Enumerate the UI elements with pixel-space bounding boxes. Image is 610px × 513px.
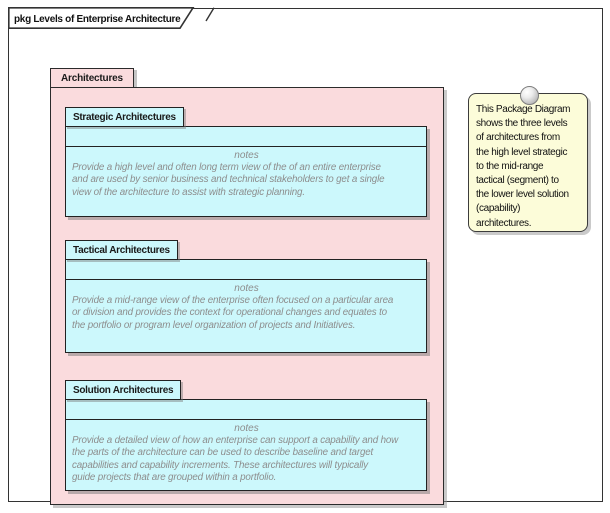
compartment-notes: notes Provide a high level and often lon…: [66, 147, 426, 199]
pin-icon: [520, 86, 539, 105]
package-tactical-body[interactable]: notes Provide a mid-range view of the en…: [65, 259, 427, 353]
compartment-notes: notes Provide a mid-range view of the en…: [66, 280, 426, 332]
notes-text: Provide a detailed view of how an enterp…: [72, 435, 399, 484]
package-strategic-body[interactable]: notes Provide a high level and often lon…: [65, 126, 427, 217]
package-strategic-tab[interactable]: Strategic Architectures: [65, 107, 184, 127]
compartment-empty: [66, 127, 426, 147]
notes-text: Provide a mid-range view of the enterpri…: [72, 295, 394, 331]
package-architectures-tab[interactable]: Architectures: [50, 68, 134, 88]
notes-label: notes: [234, 150, 259, 161]
notes-label: notes: [234, 283, 259, 294]
note-sticky[interactable]: This Package Diagram shows the three lev…: [468, 86, 588, 232]
compartment-notes: notes Provide a detailed view of how an …: [66, 420, 426, 485]
compartment-empty: [66, 400, 426, 420]
package-tactical-tab[interactable]: Tactical Architectures: [65, 240, 178, 260]
compartment-empty: [66, 260, 426, 280]
frame-title: pkg Levels of Enterprise Architecture: [14, 14, 181, 25]
package-solution-body[interactable]: notes Provide a detailed view of how an …: [65, 399, 427, 491]
notes-label: notes: [234, 423, 259, 434]
package-solution-tab[interactable]: Solution Architectures: [65, 380, 182, 400]
notes-text: Provide a high level and often long term…: [72, 162, 385, 198]
frame-tab: pkg Levels of Enterprise Architecture: [8, 7, 215, 30]
note-text: This Package Diagram shows the three lev…: [476, 104, 571, 229]
